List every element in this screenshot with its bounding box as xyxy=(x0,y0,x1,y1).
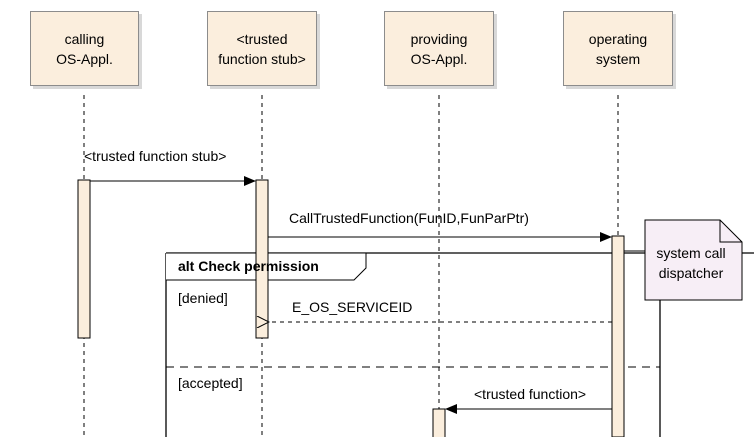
note-text: system call dispatcher xyxy=(645,243,737,283)
lifeline-calling-line2: OS-Appl. xyxy=(56,50,113,67)
lifeline-stub-line2: function stub> xyxy=(218,50,306,67)
message-label-e-os-serviceid: E_OS_SERVICEID xyxy=(292,299,413,315)
activation-stub xyxy=(255,179,269,339)
note-line2: dispatcher xyxy=(658,265,724,281)
lifeline-os-line2: system xyxy=(595,50,641,67)
lifeline-os-box: operating system xyxy=(563,11,673,86)
note-fold xyxy=(719,220,742,243)
guard-denied: [denied] xyxy=(178,290,228,306)
message-label-trusted-function: <trusted function> xyxy=(474,386,587,402)
lifeline-providing-line1: providing xyxy=(410,30,468,47)
lifeline-providing-line2: OS-Appl. xyxy=(410,50,468,67)
lifeline-stub-line1: <trusted xyxy=(236,30,288,47)
lifeline-calling-line1: calling xyxy=(64,30,105,47)
lifeline-providing-box: providing OS-Appl. xyxy=(384,11,494,86)
activation-os xyxy=(611,235,625,437)
note-shape xyxy=(644,219,743,301)
note-line1: system call xyxy=(656,245,726,261)
lifeline-stub-box: <trusted function stub> xyxy=(207,11,317,86)
activation-calling xyxy=(77,179,91,339)
lifeline-calling-box: calling OS-Appl. xyxy=(30,11,139,86)
lifeline-os-line1: operating xyxy=(588,30,648,47)
alt-frame-title: alt Check permission xyxy=(178,258,319,274)
message-label-call-trusted-function: CallTrustedFunction(FunID,FunParPtr) xyxy=(289,210,529,226)
message-label-trusted-function-stub: <trusted function stub> xyxy=(84,148,227,164)
guard-accepted: [accepted] xyxy=(178,375,243,391)
activation-providing xyxy=(432,408,446,437)
